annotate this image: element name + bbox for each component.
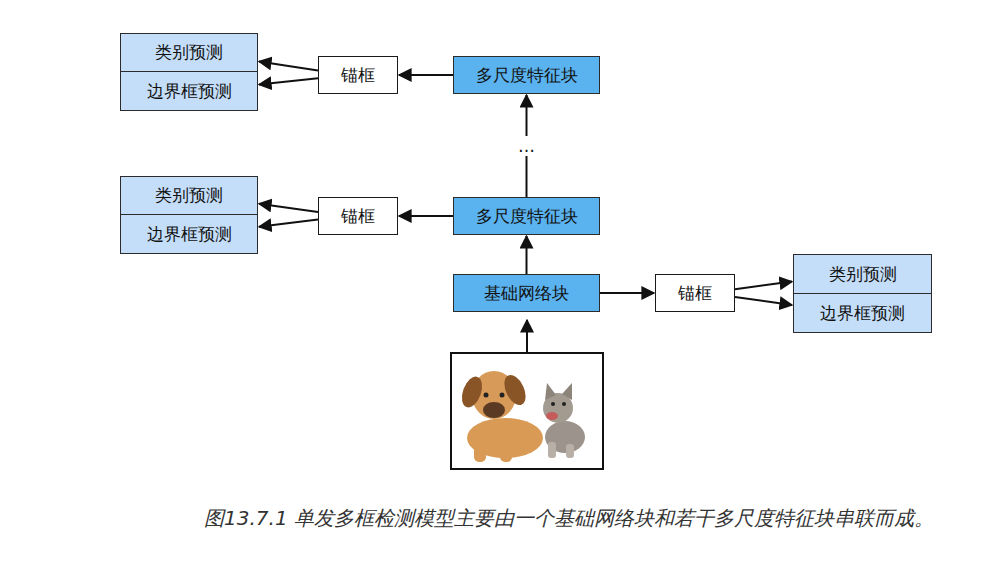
class-predict-box: 类别预测 — [120, 176, 258, 215]
figure-caption: 图13.7.1 单发多框检测模型主要由一个基础网络块和若干多尺度特征块串联而成。 — [204, 505, 934, 532]
node-label: 锚框 — [341, 64, 375, 87]
node-label: 边界框预测 — [147, 223, 232, 246]
node-label: 类别预测 — [155, 184, 223, 207]
arrow-connector — [600, 292, 654, 294]
node-label: 类别预测 — [155, 41, 223, 64]
base-network-block: 基础网络块 — [453, 274, 600, 312]
anchor-box: 锚框 — [655, 274, 735, 312]
photo-frame — [451, 353, 603, 469]
node-label: 多尺度特征块 — [476, 205, 578, 228]
node-label: 锚框 — [678, 282, 712, 305]
dog-figure — [458, 371, 543, 462]
arrow-connector — [735, 282, 792, 290]
node-label: 锚框 — [341, 205, 375, 228]
arrow-connector — [399, 74, 453, 76]
edge-label: … — [514, 136, 539, 156]
arrow-connector — [735, 297, 792, 305]
class-predict-box: 类别预测 — [120, 33, 258, 72]
feature-block: 多尺度特征块 — [453, 197, 600, 235]
node-label: 多尺度特征块 — [476, 64, 578, 87]
feature-block: 多尺度特征块 — [453, 56, 600, 94]
node-label: 类别预测 — [829, 263, 897, 286]
bbox-predict-box: 边界框预测 — [120, 71, 258, 111]
arrow-connector — [259, 204, 318, 212]
bbox-predict-box: 边界框预测 — [793, 293, 932, 333]
class-predict-box: 类别预测 — [793, 254, 932, 294]
arrow-connector — [399, 215, 453, 217]
input-arrow — [526, 320, 528, 352]
arrow-connector — [259, 78, 318, 84]
cat-figure — [543, 383, 585, 458]
node-label: 基础网络块 — [484, 282, 569, 305]
arrow-connector — [259, 62, 318, 71]
arrow-connector — [259, 220, 318, 227]
node-label: 边界框预测 — [147, 80, 232, 103]
arrow-connector — [526, 236, 528, 274]
anchor-box: 锚框 — [318, 56, 398, 94]
anchor-box: 锚框 — [318, 197, 398, 235]
node-label: 边界框预测 — [820, 302, 905, 325]
bbox-predict-box: 边界框预测 — [120, 214, 258, 254]
